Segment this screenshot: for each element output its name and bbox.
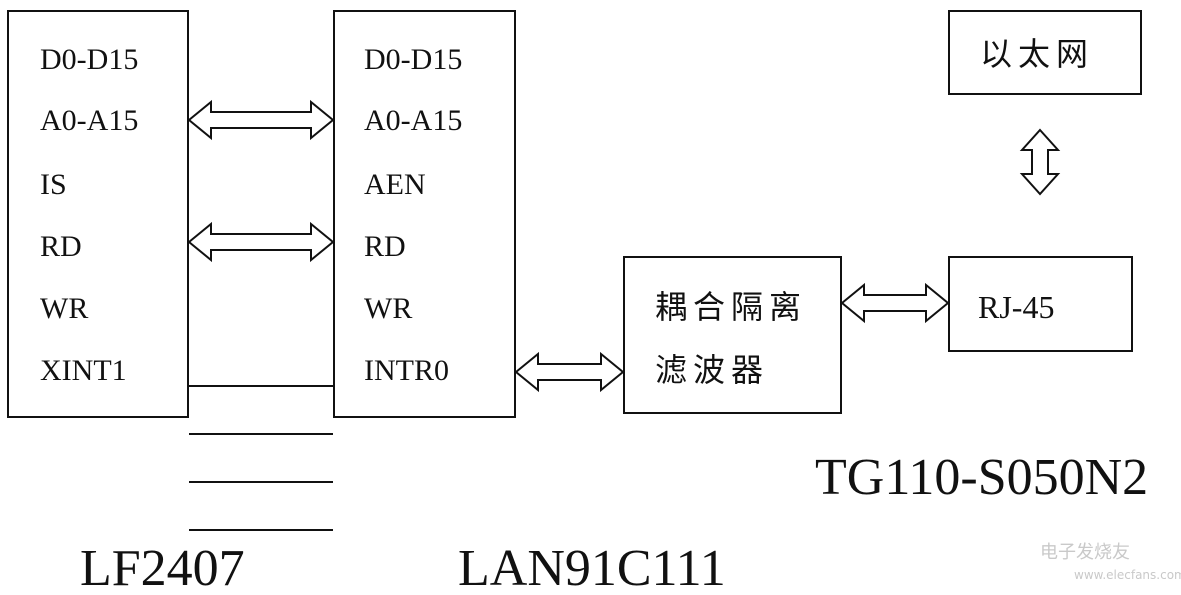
ethernet-block — [948, 10, 1142, 95]
rj45-label: RJ-45 — [978, 289, 1055, 325]
filter-part-caption: TG110-S050N2 — [815, 449, 1149, 506]
rj45-block — [948, 256, 1133, 352]
lf2407-signal-rd: RD — [40, 230, 82, 263]
lan-signal-wr: WR — [364, 292, 413, 325]
lan-signal-d0-d15: D0-D15 — [364, 43, 463, 76]
filter-label-line1: 耦合隔离 — [655, 288, 808, 326]
lan-signal-aen: AEN — [364, 168, 426, 201]
lf2407-signal-d0-d15: D0-D15 — [40, 43, 139, 76]
lf2407-block — [7, 10, 189, 418]
address-bus-arrow — [187, 99, 335, 141]
lan91c111-block — [333, 10, 516, 418]
lf2407-caption: LF2407 — [80, 540, 245, 595]
control-bus-arrow — [187, 221, 335, 263]
filter-label-line2: 滤波器 — [655, 351, 770, 389]
filter-rj45-arrow — [840, 282, 950, 324]
lan-signal-a0-a15: A0-A15 — [364, 104, 463, 137]
lf2407-signal-wr: WR — [40, 292, 89, 325]
watermark-url: www.elecfans.com — [1074, 568, 1181, 582]
filter-block — [623, 256, 842, 414]
lan91c111-caption: LAN91C111 — [458, 540, 726, 595]
ethernet-label: 以太网 — [980, 35, 1095, 73]
lan-signal-intr0: INTR0 — [364, 354, 449, 387]
lan-signal-rd: RD — [364, 230, 406, 263]
lf2407-signal-is: IS — [40, 168, 67, 201]
lf2407-signal-xint1: XINT1 — [40, 354, 127, 387]
lf2407-signal-a0-a15: A0-A15 — [40, 104, 139, 137]
lan-filter-arrow — [514, 351, 625, 393]
watermark-logo-text: 电子发烧友 — [1040, 542, 1130, 563]
rj45-ethernet-arrow — [1019, 128, 1061, 196]
